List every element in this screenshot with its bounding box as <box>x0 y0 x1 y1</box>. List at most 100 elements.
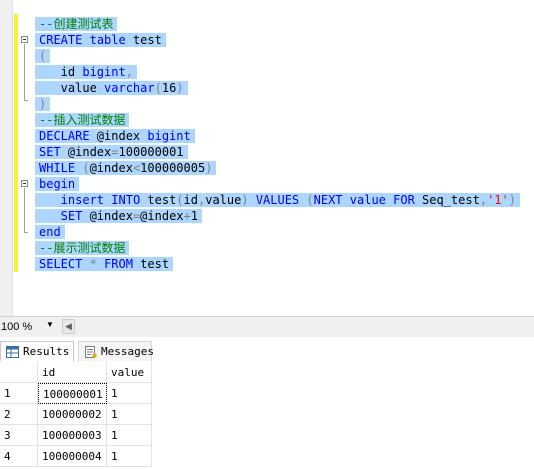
code-token: WHILE <box>39 161 76 175</box>
code-token: --展示测试数据 <box>39 241 126 255</box>
code-line[interactable]: DECLARE @index bigint <box>35 128 195 144</box>
code-line[interactable]: SET @index=100000001 <box>35 144 188 160</box>
code-token: --创建测试表 <box>39 17 114 31</box>
scroll-left-icon[interactable]: ◀ <box>62 319 75 334</box>
code-line[interactable]: value varchar(16) <box>35 80 188 96</box>
code-token: INTO <box>111 193 141 207</box>
code-token: ( <box>39 49 47 63</box>
selected-text: --创建测试表 <box>35 17 118 31</box>
cell-id[interactable]: 100000001 <box>38 383 107 404</box>
code-token: , <box>125 65 133 79</box>
code-line[interactable]: --展示测试数据 <box>35 240 130 256</box>
code-token: value <box>39 81 105 95</box>
code-line[interactable]: --创建测试表 <box>35 16 118 32</box>
code-token: varchar <box>104 81 155 95</box>
cell-id[interactable]: 100000003 <box>38 425 107 446</box>
code-token: begin <box>39 177 76 191</box>
code-token: id <box>183 193 198 207</box>
code-token: ( <box>75 161 90 175</box>
selected-text: SELECT * FROM test <box>35 257 174 271</box>
collapse-begin-icon[interactable] <box>21 180 28 187</box>
code-token: 1 <box>190 209 198 223</box>
cell-id[interactable]: 100000002 <box>38 404 107 425</box>
code-token: @index <box>82 209 133 223</box>
code-token: ( <box>176 193 184 207</box>
collapse-create-icon[interactable] <box>21 36 28 43</box>
code-token <box>343 193 350 207</box>
code-token: NEXT <box>313 193 343 207</box>
zoom-value: 100 % <box>1 321 33 333</box>
row-number[interactable]: 2 <box>0 404 38 425</box>
tab-results-label: Results <box>23 345 70 358</box>
row-number-header[interactable] <box>0 362 38 383</box>
selected-text: SET @index=100000001 <box>35 145 188 159</box>
code-line[interactable]: ( <box>35 48 51 64</box>
code-token: 100000005 <box>140 161 206 175</box>
cell-value[interactable]: 1 <box>107 383 152 404</box>
code-token: test <box>132 257 170 271</box>
code-token: ( <box>299 193 314 207</box>
cell-value[interactable]: 1 <box>107 446 152 467</box>
code-token <box>82 257 89 271</box>
row-number[interactable]: 1 <box>0 383 38 404</box>
cell-id[interactable]: 100000004 <box>38 446 107 467</box>
code-token: , <box>197 193 206 207</box>
zoom-select[interactable]: 100 % <box>0 320 59 334</box>
code-token: table <box>89 33 126 47</box>
code-line[interactable]: WHILE (@index<100000005) <box>35 160 217 176</box>
selected-text: begin <box>35 177 80 191</box>
chevron-down-icon[interactable]: ▼ <box>46 320 54 329</box>
results-grid-icon <box>6 346 19 358</box>
result-tabs: Results Messages <box>0 340 534 363</box>
code-line[interactable]: SELECT * FROM test <box>35 256 174 272</box>
code-token: + <box>183 209 191 223</box>
code-token: bigint <box>82 65 126 79</box>
code-line[interactable]: end <box>35 224 65 240</box>
code-line[interactable]: id bigint, <box>35 64 137 80</box>
code-token: FOR <box>393 193 415 207</box>
fold-guide <box>24 44 25 100</box>
code-token: ) <box>241 193 249 207</box>
column-header-id[interactable]: id <box>38 362 107 383</box>
code-line[interactable]: insert INTO test(id,value) VALUES (NEXT … <box>35 192 520 208</box>
code-token: '1' <box>487 193 509 207</box>
selected-text: CREATE table test <box>35 33 166 47</box>
fold-guide-end <box>24 100 28 101</box>
code-line[interactable]: begin <box>35 176 80 192</box>
code-token: ) <box>176 81 184 95</box>
code-token: test <box>140 193 177 207</box>
code-token: ) <box>39 97 47 111</box>
code-token: insert <box>39 193 105 207</box>
code-line[interactable]: SET @index=@index+1 <box>35 208 202 224</box>
selected-text: WHILE (@index<100000005) <box>35 161 217 175</box>
cell-value[interactable]: 1 <box>107 425 152 446</box>
selected-text: value varchar(16) <box>35 81 188 95</box>
editor-gutter <box>0 0 13 316</box>
selected-text: ( <box>35 49 51 63</box>
cell-value[interactable]: 1 <box>107 404 152 425</box>
fold-guide-end <box>24 232 28 233</box>
code-token: @index <box>140 209 184 223</box>
code-line[interactable]: CREATE table test <box>35 32 166 48</box>
code-line[interactable]: ) <box>35 96 51 112</box>
code-token: @index <box>89 129 148 143</box>
selected-text: SET @index=@index+1 <box>35 209 202 223</box>
code-line[interactable]: --插入测试数据 <box>35 112 130 128</box>
code-token: 100000001 <box>118 145 184 159</box>
results-grid: id value 1 100000001 1 2 100000002 1 3 1… <box>0 362 534 469</box>
code-token: ) <box>508 193 516 207</box>
row-number[interactable]: 3 <box>0 425 38 446</box>
code-token: VALUES <box>255 193 300 207</box>
column-header-value[interactable]: value <box>107 362 152 383</box>
selected-text: ) <box>35 97 51 111</box>
code-token: id <box>39 65 83 79</box>
code-token: @index <box>60 145 112 159</box>
tab-results[interactable]: Results <box>0 341 74 361</box>
code-token: CREATE <box>39 33 83 47</box>
changed-lines-marker <box>14 14 18 272</box>
code-token: test <box>125 33 162 47</box>
selected-text: end <box>35 225 65 239</box>
row-number[interactable]: 4 <box>0 446 38 467</box>
tab-messages[interactable]: Messages <box>78 341 154 361</box>
